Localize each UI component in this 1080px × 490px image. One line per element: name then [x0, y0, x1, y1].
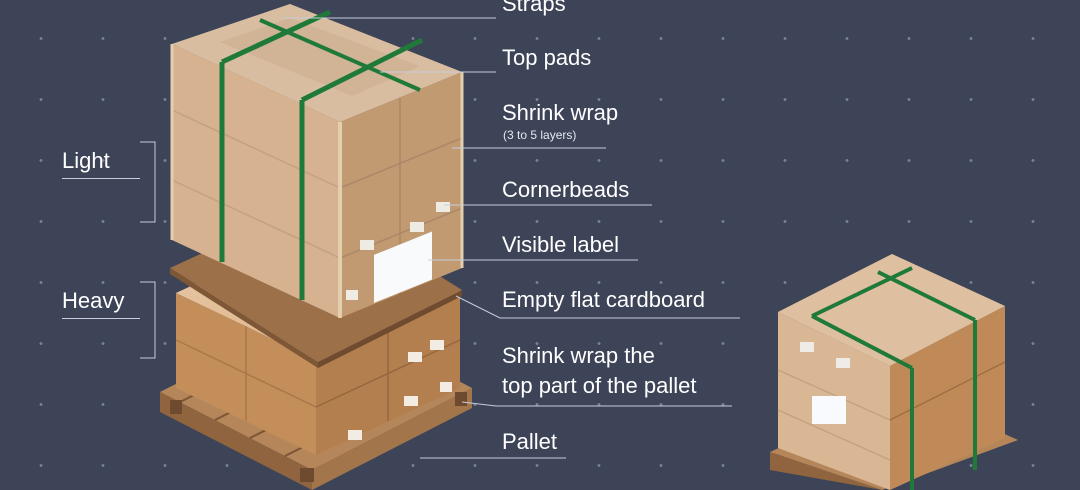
group-label-heavy: Heavy: [62, 288, 125, 313]
label-shrink-wrap-top-line1: Shrink wrap the: [502, 343, 655, 368]
label-straps: Straps: [502, 0, 566, 16]
label-shrink-wrap: Shrink wrap: [502, 100, 619, 125]
straps: [219, 9, 424, 300]
label-shrink-wrap-top-line2: top part of the pallet: [502, 373, 697, 398]
group-underline-heavy: [62, 318, 140, 319]
leader-lines: [140, 17, 740, 459]
label-shrink-wrap-note: (3 to 5 layers): [503, 128, 577, 142]
light-boxes: [170, 4, 464, 318]
label-empty-flat-cardboard: Empty flat cardboard: [502, 287, 705, 312]
finished-pallet: [770, 254, 1018, 490]
label-cornerbeads: Cornerbeads: [502, 177, 630, 202]
label-top-pads: Top pads: [502, 45, 592, 70]
label-visible-label: Visible label: [502, 232, 620, 257]
group-label-light: Light: [62, 148, 110, 173]
label-pallet: Pallet: [502, 429, 558, 454]
group-underline-light: [62, 178, 140, 179]
